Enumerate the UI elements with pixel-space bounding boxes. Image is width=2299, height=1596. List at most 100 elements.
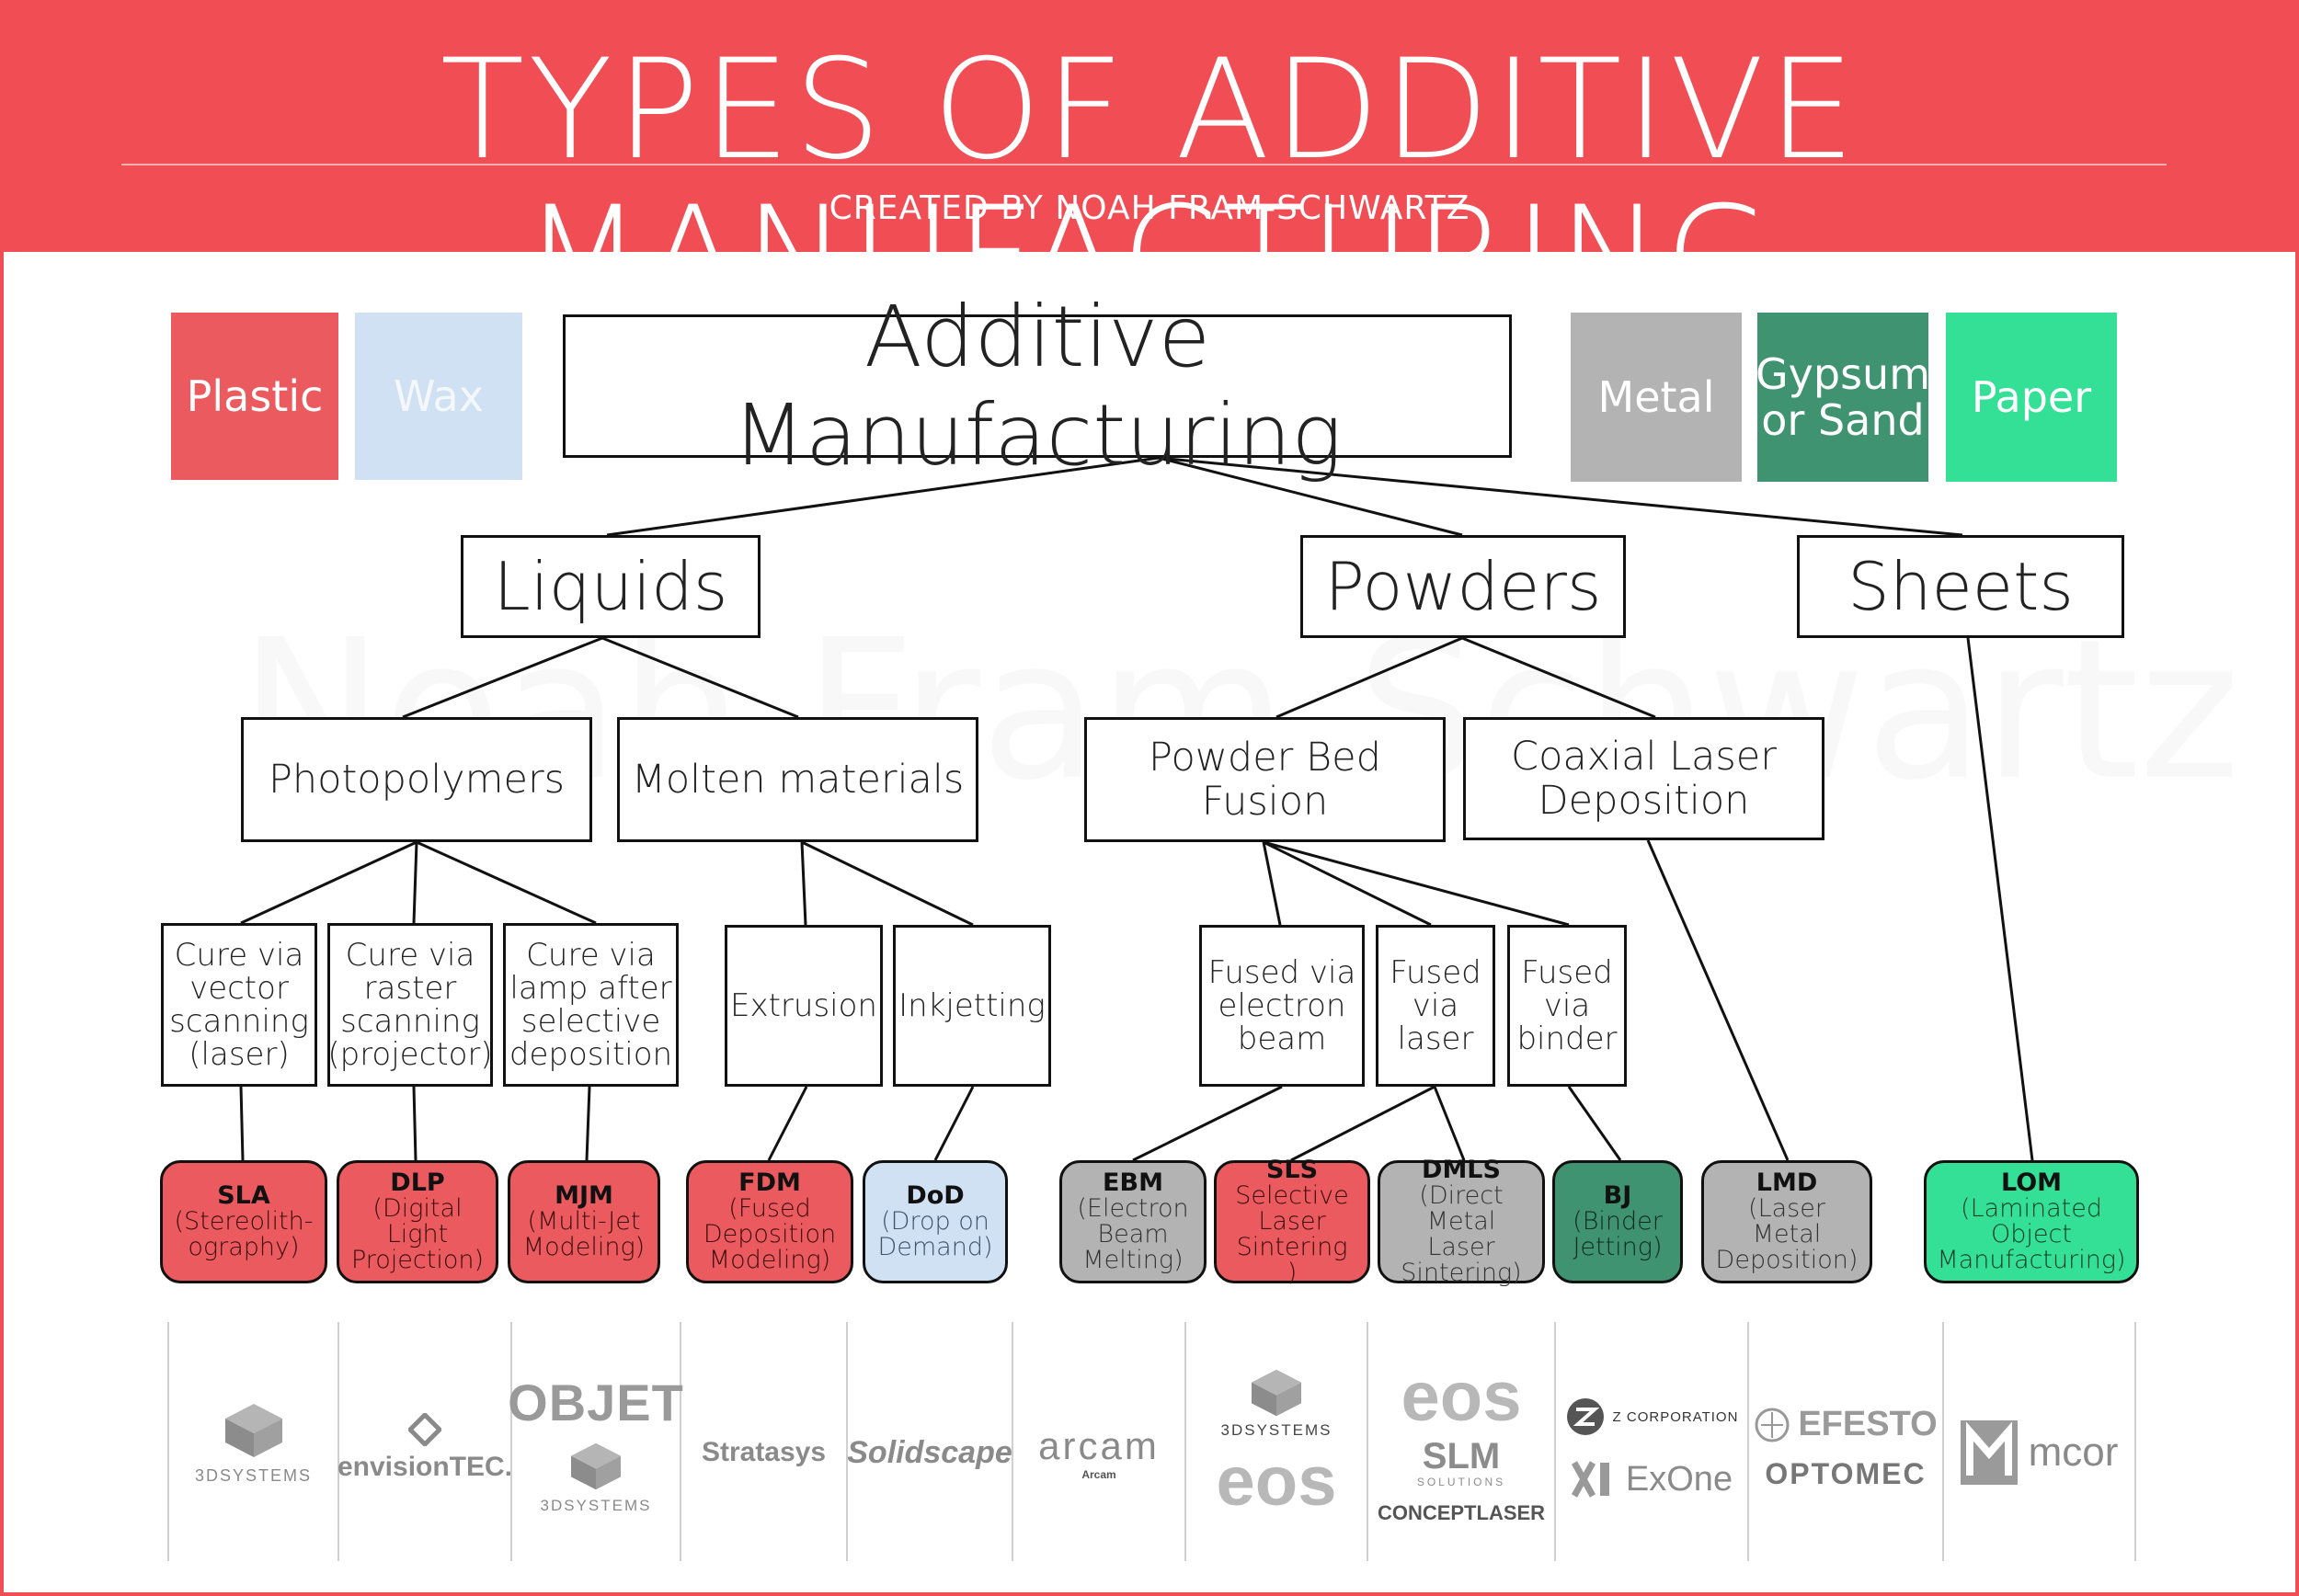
logo-divider (337, 1322, 339, 1561)
node-cure-lamp: Cure via lamp after selective deposition (503, 923, 679, 1087)
logo-3dsystems: 3DSYSTEMS (169, 1370, 337, 1517)
process-abbr: SLS (1265, 1156, 1319, 1184)
logo-envisiontec: envisionTEC. (337, 1379, 513, 1517)
zcorp-row: Z CORPORATION (1565, 1396, 1739, 1437)
link-vector-sla (239, 1086, 245, 1161)
process-fdm: FDM (Fused Deposition Modeling) (686, 1160, 853, 1283)
logo-text: Arcam (1081, 1468, 1116, 1481)
logo-text: arcam (1038, 1424, 1160, 1467)
logo-stratasys: Stratasys (681, 1416, 846, 1489)
logo-text: eos (1216, 1442, 1337, 1521)
link-laser-sls (1290, 1085, 1435, 1162)
legend-gypsum-sand: Gypsum or Sand (1756, 313, 1930, 482)
process-desc: (Binder Jetting) (1573, 1207, 1663, 1261)
link-laser-dmls (1433, 1086, 1466, 1161)
logo-solidscape: Solidscape (847, 1416, 1012, 1489)
link-powders-coaxial (1461, 636, 1656, 719)
logo-text: Z CORPORATION (1612, 1408, 1739, 1425)
process-bj: BJ (Binder Jetting) (1552, 1160, 1683, 1283)
link-root-powders (1158, 456, 1463, 537)
process-abbr: DMLS (1422, 1156, 1501, 1184)
process-lmd: LMD (Laser Metal Deposition) (1701, 1160, 1872, 1283)
logo-eos-slm-conceptlaser: eos SLM SOLUTIONS CONCEPTLASER (1368, 1333, 1554, 1554)
mcor-icon (1960, 1420, 2018, 1485)
process-abbr: MJM (555, 1181, 613, 1210)
node-sheets: Sheets (1797, 535, 2124, 638)
process-sls: SLS Selective Laser Sintering ) (1214, 1156, 1370, 1286)
cube-icon (224, 1403, 282, 1457)
exone-row: ExOne (1571, 1459, 1733, 1499)
cube-icon (1252, 1369, 1301, 1417)
node-coaxial-laser-deposition: Coaxial Laser Deposition (1463, 717, 1824, 840)
logo-text: EFESTO (1798, 1405, 1938, 1443)
process-desc: (Laminated Object Manufacturing) (1937, 1194, 2126, 1274)
process-desc: (Stereolith-ography) (174, 1207, 314, 1261)
link-extrusion-fdm (767, 1086, 808, 1161)
logo-text: ExOne (1625, 1459, 1733, 1499)
process-desc: (Fused Deposition Modeling) (703, 1194, 837, 1274)
link-raster-dlp (412, 1086, 417, 1161)
logo-text: mcor (2028, 1430, 2119, 1475)
link-root-liquids (606, 456, 1160, 537)
logo-divider (1747, 1322, 1749, 1561)
logo-divider (1367, 1322, 1368, 1561)
logo-objet-3dsystems: OBJET 3DSYSTEMS (508, 1333, 683, 1554)
process-sla: SLA (Stereolith-ography) (160, 1160, 327, 1283)
link-photo-vector (240, 840, 417, 925)
logo-text: envisionTEC. (337, 1452, 513, 1482)
link-molten-inkjet (801, 840, 974, 927)
legend-wax: Wax (355, 313, 522, 480)
efesto-icon (1755, 1408, 1790, 1442)
node-powders: Powders (1300, 535, 1626, 638)
node-photopolymers: Photopolymers (241, 717, 592, 842)
logo-text: 3DSYSTEMS (540, 1496, 652, 1514)
logo-text: OBJET (508, 1373, 684, 1431)
link-pbf-binder (1263, 840, 1570, 927)
link-pbf-ebeam (1262, 841, 1282, 926)
node-powder-bed-fusion: Powder Bed Fusion (1084, 717, 1446, 842)
process-dod: DoD (Drop on Demand) (863, 1160, 1008, 1283)
process-abbr: SLA (217, 1181, 270, 1210)
logo-divider (510, 1322, 512, 1561)
logo-text: 3DSYSTEMS (194, 1465, 313, 1485)
process-abbr: BJ (1603, 1181, 1632, 1210)
node-inkjetting: Inkjetting (893, 925, 1051, 1087)
node-molten-materials: Molten materials (617, 717, 978, 842)
logo-divider (680, 1322, 681, 1561)
process-abbr: DoD (906, 1181, 965, 1210)
mcor-row: mcor (1960, 1420, 2119, 1485)
process-abbr: LMD (1756, 1168, 1818, 1197)
process-abbr: DLP (390, 1168, 445, 1197)
link-liquids-photo (402, 636, 603, 719)
logo-arcam: arcam Arcam (1013, 1416, 1184, 1489)
logo-divider (1554, 1322, 1556, 1561)
link-inkjet-dod (933, 1086, 975, 1161)
envisiontec-icon (408, 1413, 441, 1446)
link-binder-bj (1567, 1086, 1622, 1161)
legend-plastic: Plastic (171, 313, 338, 480)
logo-divider (846, 1322, 848, 1561)
logo-text: SOLUTIONS (1416, 1476, 1506, 1488)
process-abbr: LOM (2000, 1168, 2063, 1197)
link-ebeam-ebm (1132, 1085, 1283, 1162)
logo-text: 3DSYSTEMS (1220, 1421, 1333, 1439)
logo-efesto-optomec: EFESTO OPTOMEC (1749, 1379, 1942, 1517)
logo-divider (2134, 1322, 2136, 1561)
logo-text: SLM (1422, 1436, 1501, 1476)
process-mjm: MJM (Multi-Jet Modeling) (508, 1160, 660, 1283)
cube-icon (571, 1442, 621, 1489)
logo-divider (1184, 1322, 1186, 1561)
node-fused-electron-beam: Fused via electron beam (1199, 925, 1365, 1087)
logo-divider (1942, 1322, 1944, 1561)
process-desc: (Direct Metal Laser Sintering) (1401, 1181, 1522, 1287)
legend-metal: Metal (1571, 313, 1742, 482)
process-lom: LOM (Laminated Object Manufacturing) (1924, 1160, 2139, 1283)
efesto-row: EFESTO (1754, 1405, 1938, 1444)
link-pbf-laser (1263, 840, 1432, 927)
node-fused-laser: Fused via laser (1376, 925, 1495, 1087)
link-root-sheets (1158, 456, 1963, 537)
logo-mcor: mcor (1944, 1407, 2134, 1499)
node-extrusion: Extrusion (725, 925, 883, 1087)
logo-text: Solidscape (847, 1434, 1012, 1470)
